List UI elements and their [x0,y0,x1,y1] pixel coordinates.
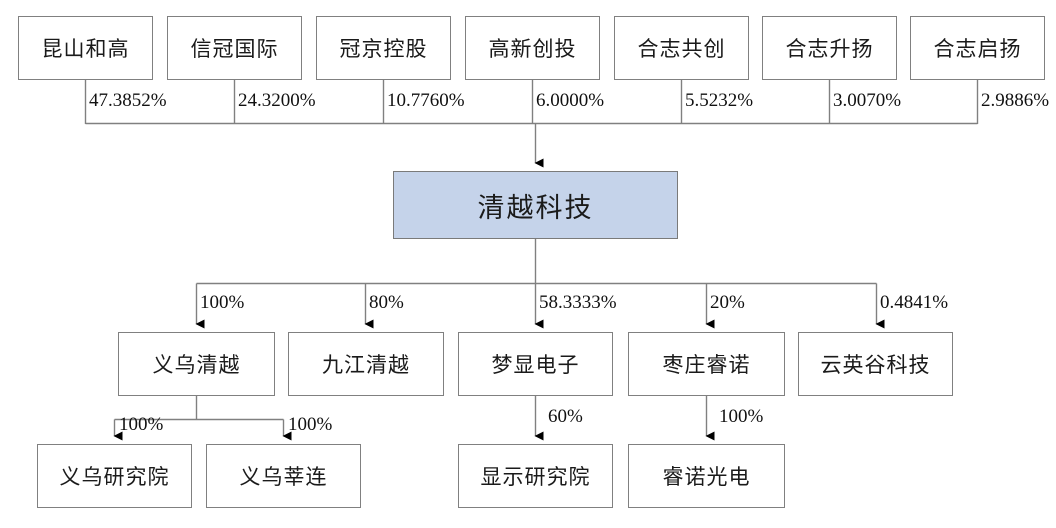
subsidiary-percent-1: 100% [200,292,245,313]
sub-subsidiary-percent-2: 100% [288,414,333,435]
shareholder-percent-4: 6.0000% [536,90,605,111]
sub-subsidiary-box-2[interactable]: 义乌莘连 [206,444,361,508]
shareholder-percent-7: 2.9886% [981,90,1050,111]
subsidiary-percent-4: 20% [710,292,745,313]
shareholder-percent-5: 5.5232% [685,90,754,111]
shareholder-percent-3: 10.7760% [387,90,465,111]
subsidiary-percent-5: 0.4841% [880,292,949,313]
sub-subsidiary-percent-1: 100% [119,414,164,435]
shareholder-box-5[interactable]: 合志共创 [614,16,749,80]
subsidiary-percent-3: 58.3333% [539,292,617,313]
shareholder-box-7[interactable]: 合志启扬 [910,16,1045,80]
shareholder-percent-6: 3.0070% [833,90,902,111]
subsidiary-percent-2: 80% [369,292,404,313]
shareholder-box-3[interactable]: 冠京控股 [316,16,451,80]
shareholder-box-2[interactable]: 信冠国际 [167,16,302,80]
root-company-box[interactable]: 清越科技 [393,171,678,239]
subsidiary-box-5[interactable]: 云英谷科技 [798,332,953,396]
shareholder-box-1[interactable]: 昆山和高 [18,16,153,80]
subsidiary-box-4[interactable]: 枣庄睿诺 [628,332,785,396]
shareholder-box-6[interactable]: 合志升扬 [762,16,897,80]
sub-subsidiary-percent-4: 100% [719,406,764,427]
subsidiary-box-1[interactable]: 义乌清越 [118,332,275,396]
sub-subsidiary-box-4[interactable]: 睿诺光电 [628,444,785,508]
subsidiary-box-3[interactable]: 梦显电子 [458,332,613,396]
shareholder-percent-1: 47.3852% [89,90,167,111]
sub-subsidiary-percent-3: 60% [548,406,583,427]
shareholder-percent-2: 24.3200% [238,90,316,111]
subsidiary-box-2[interactable]: 九江清越 [288,332,444,396]
sub-subsidiary-box-1[interactable]: 义乌研究院 [37,444,192,508]
sub-subsidiary-box-3[interactable]: 显示研究院 [458,444,613,508]
shareholder-box-4[interactable]: 高新创投 [465,16,600,80]
